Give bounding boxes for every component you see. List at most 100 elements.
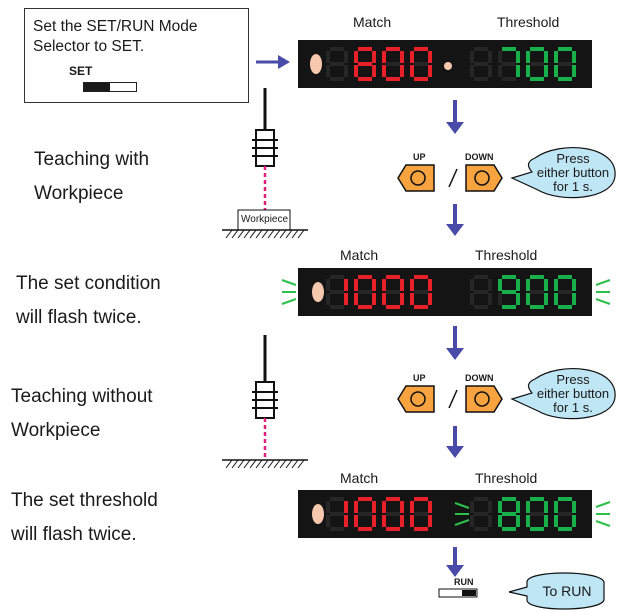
segment <box>526 51 530 63</box>
segment <box>410 293 414 305</box>
bubble-line: Press <box>556 372 590 387</box>
segment <box>544 65 548 77</box>
label-line: The set threshold <box>11 490 158 511</box>
segment <box>488 515 492 527</box>
up-button-label-1: UP <box>413 152 426 162</box>
segment <box>326 501 330 513</box>
segment <box>498 65 502 77</box>
segment <box>414 77 428 81</box>
label-line: Teaching without <box>11 386 153 407</box>
segment <box>516 515 520 527</box>
segment <box>502 305 516 309</box>
segment <box>544 279 548 291</box>
segment <box>414 275 428 279</box>
bubble-line: either button <box>536 386 610 401</box>
selector-knob <box>84 83 110 91</box>
segment <box>344 501 348 513</box>
segment <box>498 279 502 291</box>
segment <box>326 515 330 527</box>
segment <box>400 279 404 291</box>
segment <box>354 279 358 291</box>
segment <box>526 501 530 513</box>
match-label-1: Match <box>353 14 392 30</box>
segment <box>554 279 558 291</box>
label-line: Workpiece <box>11 420 101 441</box>
button-group-1 <box>397 147 616 199</box>
segment <box>330 497 344 501</box>
segment <box>428 293 432 305</box>
segment <box>558 275 572 279</box>
segment <box>428 51 432 63</box>
segment <box>530 512 544 516</box>
segment <box>414 62 428 66</box>
segment <box>372 293 376 305</box>
segment <box>554 65 558 77</box>
segment <box>372 515 376 527</box>
segment <box>544 501 548 513</box>
match-label-2: Match <box>340 247 379 263</box>
segment <box>326 65 330 77</box>
segment <box>498 501 502 513</box>
segment <box>414 497 428 501</box>
right-arrow <box>256 55 290 69</box>
segment <box>470 293 474 305</box>
to-run-bubble <box>508 572 605 610</box>
sensor-without-workpiece <box>222 335 308 469</box>
segment <box>530 527 544 531</box>
threshold-label-1: Threshold <box>497 14 560 30</box>
segment <box>414 47 428 51</box>
segment <box>572 293 576 305</box>
segment <box>358 275 372 279</box>
segment <box>410 501 414 513</box>
segment <box>386 77 400 81</box>
segment <box>502 527 516 531</box>
down-button-label-2: DOWN <box>465 373 494 383</box>
segment <box>516 293 520 305</box>
segment <box>554 515 558 527</box>
segment <box>372 279 376 291</box>
segment <box>330 62 344 66</box>
segment <box>358 290 372 294</box>
segment <box>502 62 516 66</box>
segment <box>358 527 372 531</box>
segment <box>382 279 386 291</box>
segment <box>428 515 432 527</box>
segment <box>488 65 492 77</box>
segment <box>428 279 432 291</box>
segment <box>530 275 544 279</box>
segment <box>330 290 344 294</box>
segment <box>488 279 492 291</box>
segment <box>330 275 344 279</box>
segment <box>400 65 404 77</box>
segment <box>554 51 558 63</box>
segment <box>358 305 372 309</box>
segment <box>544 515 548 527</box>
seven-segment-digits <box>326 47 576 531</box>
bubble-line: for 1 s. <box>553 400 593 415</box>
label-teaching-without-workpiece: Teaching without Workpiece <box>11 380 153 448</box>
segment <box>386 527 400 531</box>
segment <box>386 305 400 309</box>
segment <box>372 501 376 513</box>
segment <box>386 275 400 279</box>
segment <box>428 501 432 513</box>
segment <box>386 47 400 51</box>
segment <box>400 515 404 527</box>
segment <box>558 47 572 51</box>
segment <box>558 290 572 294</box>
segment <box>344 51 348 63</box>
run-switch <box>438 588 478 598</box>
segment <box>474 527 488 531</box>
segment <box>354 65 358 77</box>
segment <box>382 51 386 63</box>
segment <box>326 51 330 63</box>
segment <box>572 51 576 63</box>
segment <box>572 279 576 291</box>
label-set-condition-flash: The set condition will flash twice. <box>16 267 161 335</box>
label-set-threshold-flash: The set threshold will flash twice. <box>11 484 158 552</box>
segment <box>474 77 488 81</box>
segment <box>382 293 386 305</box>
segment <box>330 512 344 516</box>
segment <box>558 62 572 66</box>
workpiece-label: Workpiece <box>241 214 289 225</box>
